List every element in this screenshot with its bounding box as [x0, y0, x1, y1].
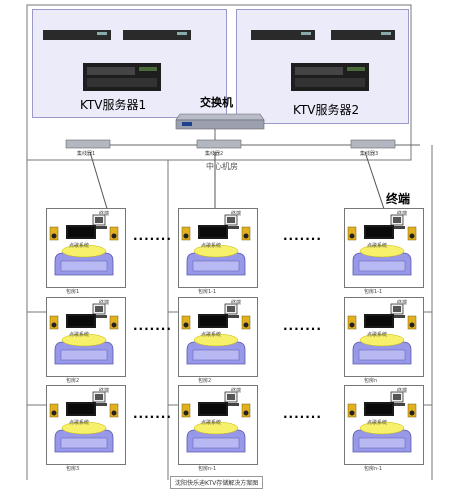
ktv-room: 终端点歌系统	[46, 208, 126, 288]
ktv-room: 终端点歌系统	[344, 208, 424, 288]
ktv-room: 终端点歌系统	[344, 385, 424, 465]
table-icon	[359, 333, 405, 347]
ktv-room: 终端点歌系统	[178, 297, 258, 377]
storage-server-icon	[83, 63, 161, 91]
core-switch-icon	[175, 113, 265, 130]
room-caption: 包房2	[198, 378, 212, 384]
server-group-2-label: KTV服务器2	[293, 103, 360, 117]
access-switch-3-icon	[350, 139, 396, 149]
table-icon	[193, 421, 239, 435]
diagram-caption: 沈阳快乐迪KTV存储解决方案图	[170, 476, 264, 489]
room-terminal-label: 终端	[397, 211, 408, 217]
dots-row-1: ·······	[133, 232, 172, 246]
ktv-room: 终端点歌系统	[178, 385, 258, 465]
table-icon	[193, 244, 239, 258]
dots-row-1: ·······	[283, 232, 322, 246]
server-unit-icon	[123, 30, 191, 40]
room-system-label: 点歌系统	[367, 243, 388, 249]
server-unit-icon	[43, 30, 111, 40]
terminal-label: 终端	[386, 192, 411, 206]
room-terminal-label: 终端	[231, 211, 242, 217]
ktv-room: 终端点歌系统	[178, 208, 258, 288]
table-icon	[193, 333, 239, 347]
access-switch-3-label: 集线器3	[360, 151, 379, 157]
ktv-room-illustration	[181, 214, 251, 276]
ktv-room-illustration	[49, 391, 119, 453]
dots-row-2: ·······	[133, 322, 172, 336]
core-switch-label: 交换机	[200, 96, 233, 109]
room-caption: 包房n	[364, 378, 378, 384]
access-switch-1-icon	[65, 139, 111, 149]
dots-row-2: ·······	[283, 322, 322, 336]
room-caption: 包房n-1	[364, 466, 383, 472]
room-system-label: 点歌系统	[69, 420, 90, 426]
server-group-2-panel: KTV服务器2	[236, 9, 409, 124]
room-system-label: 点歌系统	[201, 332, 222, 338]
room-system-label: 点歌系统	[367, 420, 388, 426]
room-system-label: 点歌系统	[367, 332, 388, 338]
room-caption: 包房2	[66, 378, 80, 384]
ktv-room-illustration	[347, 391, 417, 453]
access-switch-2-icon	[196, 139, 242, 149]
room-caption: 包房1-1	[198, 289, 217, 295]
dots-row-3: ·······	[133, 410, 172, 424]
ktv-room: 终端点歌系统	[46, 385, 126, 465]
ktv-room-illustration	[181, 391, 251, 453]
table-icon	[61, 333, 107, 347]
server-unit-icon	[251, 30, 315, 40]
access-switch-2-label: 集线器2	[205, 151, 224, 157]
table-icon	[359, 421, 405, 435]
room-system-label: 点歌系统	[201, 420, 222, 426]
room-terminal-label: 终端	[99, 388, 110, 394]
room-terminal-label: 终端	[99, 211, 110, 217]
table-icon	[61, 244, 107, 258]
server-group-1-label: KTV服务器1	[80, 98, 147, 112]
table-icon	[359, 244, 405, 258]
ktv-room: 终端点歌系统	[46, 297, 126, 377]
server-group-1-panel: KTV服务器1	[32, 9, 227, 118]
ktv-room: 终端点歌系统	[344, 297, 424, 377]
room-caption: 包房n-1	[198, 466, 217, 472]
access-switch-1-label: 集线器1	[77, 151, 96, 157]
room-system-label: 点歌系统	[69, 332, 90, 338]
ktv-room-illustration	[49, 214, 119, 276]
server-unit-icon	[331, 30, 395, 40]
room-terminal-label: 终端	[397, 300, 408, 306]
ktv-room-illustration	[347, 303, 417, 365]
center-room-label: 中心机房	[206, 162, 238, 171]
room-terminal-label: 终端	[231, 300, 242, 306]
room-terminal-label: 终端	[397, 388, 408, 394]
room-system-label: 点歌系统	[201, 243, 222, 249]
room-caption: 包房3	[66, 466, 80, 472]
ktv-room-illustration	[347, 214, 417, 276]
dots-row-3: ·······	[283, 410, 322, 424]
ktv-room-illustration	[49, 303, 119, 365]
room-caption: 包房1	[66, 289, 80, 295]
room-terminal-label: 终端	[99, 300, 110, 306]
room-system-label: 点歌系统	[69, 243, 90, 249]
storage-server-icon	[291, 63, 369, 91]
room-caption: 包房1-1	[364, 289, 383, 295]
ktv-room-illustration	[181, 303, 251, 365]
table-icon	[61, 421, 107, 435]
room-terminal-label: 终端	[231, 388, 242, 394]
